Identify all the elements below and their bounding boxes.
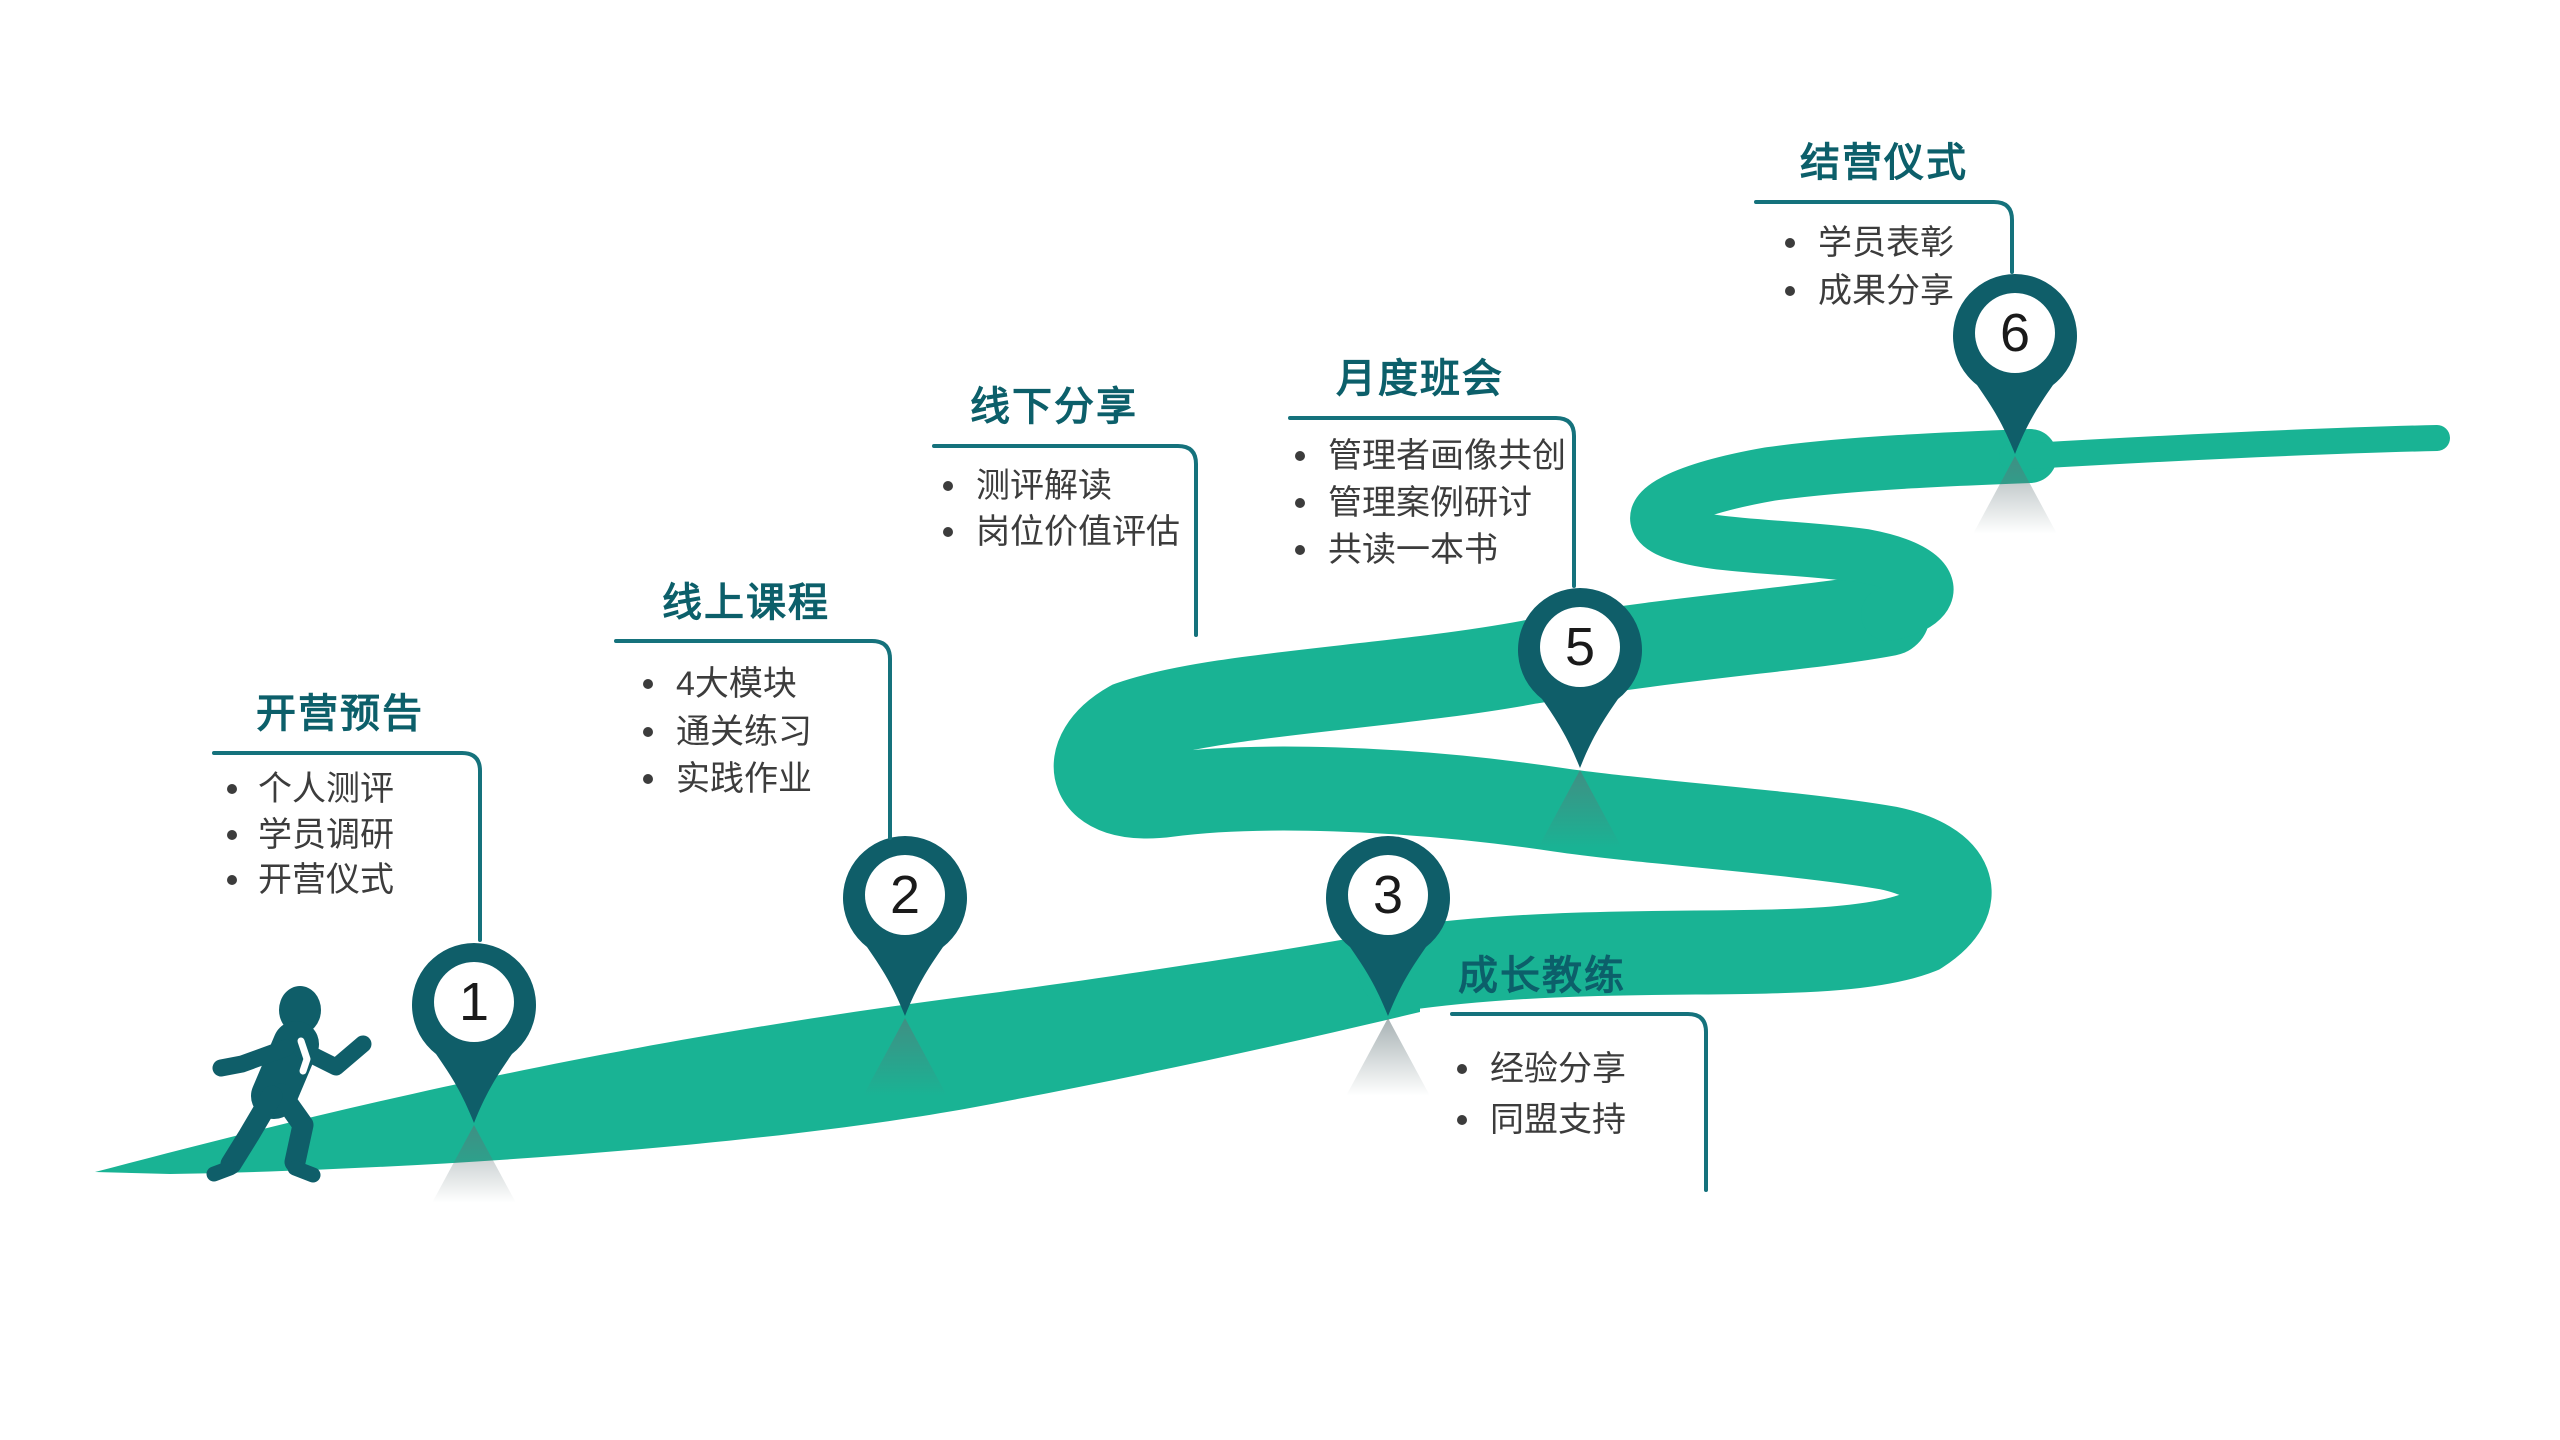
pin-inner-circle: [1975, 293, 2055, 373]
pins-layer: 1 2 3 5 6: [412, 274, 2077, 1203]
callout-bracket-connector-line: [1288, 416, 1576, 588]
bullet-item: 同盟支持: [1490, 1101, 1626, 1139]
pin-marker-5: 5: [1518, 588, 1642, 848]
pin-marker-6: 6: [1953, 274, 2077, 534]
pin-shadow: [432, 1125, 516, 1203]
pin-number: 3: [1373, 865, 1403, 925]
pin-inner-circle: [1348, 855, 1428, 935]
pin-number: 2: [890, 865, 920, 925]
pin-inner-circle: [1540, 607, 1620, 687]
road-segment-upper-switchback: [1630, 429, 2057, 641]
road-segment-s-curve: [1053, 572, 1992, 1011]
milestone-title: 成长教练: [1458, 954, 1626, 998]
bullet-dot-icon: [643, 679, 653, 689]
bullet-dot-icon: [1295, 545, 1305, 555]
bullet-dot-icon: [227, 875, 237, 885]
pin-shadow: [1973, 456, 2057, 534]
callout-bracket-connector-line: [932, 444, 1198, 637]
runner-icon: [206, 986, 372, 1183]
bullet-item: 4大模块: [676, 665, 797, 703]
milestone-title: 开营预告: [256, 692, 424, 736]
pin-number: 5: [1565, 617, 1595, 677]
pin-shadow: [863, 1018, 947, 1096]
bullet-dot-icon: [1457, 1115, 1467, 1125]
bullet-dot-icon: [1785, 286, 1795, 296]
runner-back-arm: [212, 1039, 295, 1077]
pin-inner-circle: [434, 962, 514, 1042]
pin-inner-circle: [865, 855, 945, 935]
runner-back-leg: [220, 1085, 283, 1175]
milestone-title: 线下分享: [970, 385, 1138, 429]
bullet-dot-icon: [227, 830, 237, 840]
pin-shadow: [1538, 770, 1622, 848]
runner-tie: [297, 1037, 311, 1075]
runner-front-leg: [270, 1083, 314, 1173]
bullet-dot-icon: [227, 784, 237, 794]
callout-bracket-connector-line: [1450, 1012, 1708, 1192]
bullet-item: 个人测评: [258, 770, 394, 808]
bullet-item: 学员表彰: [1818, 224, 1954, 262]
bullet-item: 实践作业: [676, 760, 812, 798]
pin-number: 6: [2000, 303, 2030, 363]
runner-back-foot: [206, 1160, 238, 1182]
pin-shadow: [1346, 1018, 1430, 1096]
pin-marker-3: 3: [1326, 836, 1450, 1096]
pin-marker-2: 2: [843, 836, 967, 1096]
callout-bracket-connector-line: [1754, 200, 2014, 274]
bullet-dot-icon: [943, 481, 953, 491]
milestone-title: 月度班会: [1336, 357, 1504, 401]
bullet-dot-icon: [1457, 1064, 1467, 1074]
pin-number: 1: [459, 972, 489, 1032]
bullet-item: 学员调研: [258, 816, 394, 854]
bullet-dot-icon: [1785, 238, 1795, 248]
milestone-title: 结营仪式: [1800, 141, 1968, 185]
bullet-item: 管理者画像共创: [1328, 437, 1566, 475]
bullet-item: 管理案例研讨: [1328, 484, 1532, 522]
road-segment-start-wedge: [95, 926, 1420, 1174]
bullet-item: 开营仪式: [258, 861, 394, 899]
bullet-item: 测评解读: [976, 467, 1112, 505]
bullet-dot-icon: [1295, 451, 1305, 461]
road-segment-final-stretch: [1999, 425, 2450, 470]
bullet-dot-icon: [643, 727, 653, 737]
callout-bracket-connector-line: [614, 639, 892, 840]
runner-front-foot: [287, 1160, 321, 1183]
bullet-dot-icon: [1295, 498, 1305, 508]
bullet-dot-icon: [943, 527, 953, 537]
pin-marker-1: 1: [412, 943, 536, 1203]
bullet-item: 岗位价值评估: [976, 513, 1180, 551]
bullet-dot-icon: [643, 774, 653, 784]
bullet-item: 成果分享: [1818, 272, 1954, 310]
callout-bracket-connector-line: [212, 751, 482, 942]
milestone-title: 线上课程: [662, 581, 830, 625]
runner-front-arm: [293, 1035, 372, 1076]
bullet-item: 共读一本书: [1328, 531, 1498, 569]
bullet-item: 通关练习: [676, 713, 812, 751]
bullet-item: 经验分享: [1490, 1050, 1626, 1088]
winding-road-path: [95, 425, 2450, 1174]
